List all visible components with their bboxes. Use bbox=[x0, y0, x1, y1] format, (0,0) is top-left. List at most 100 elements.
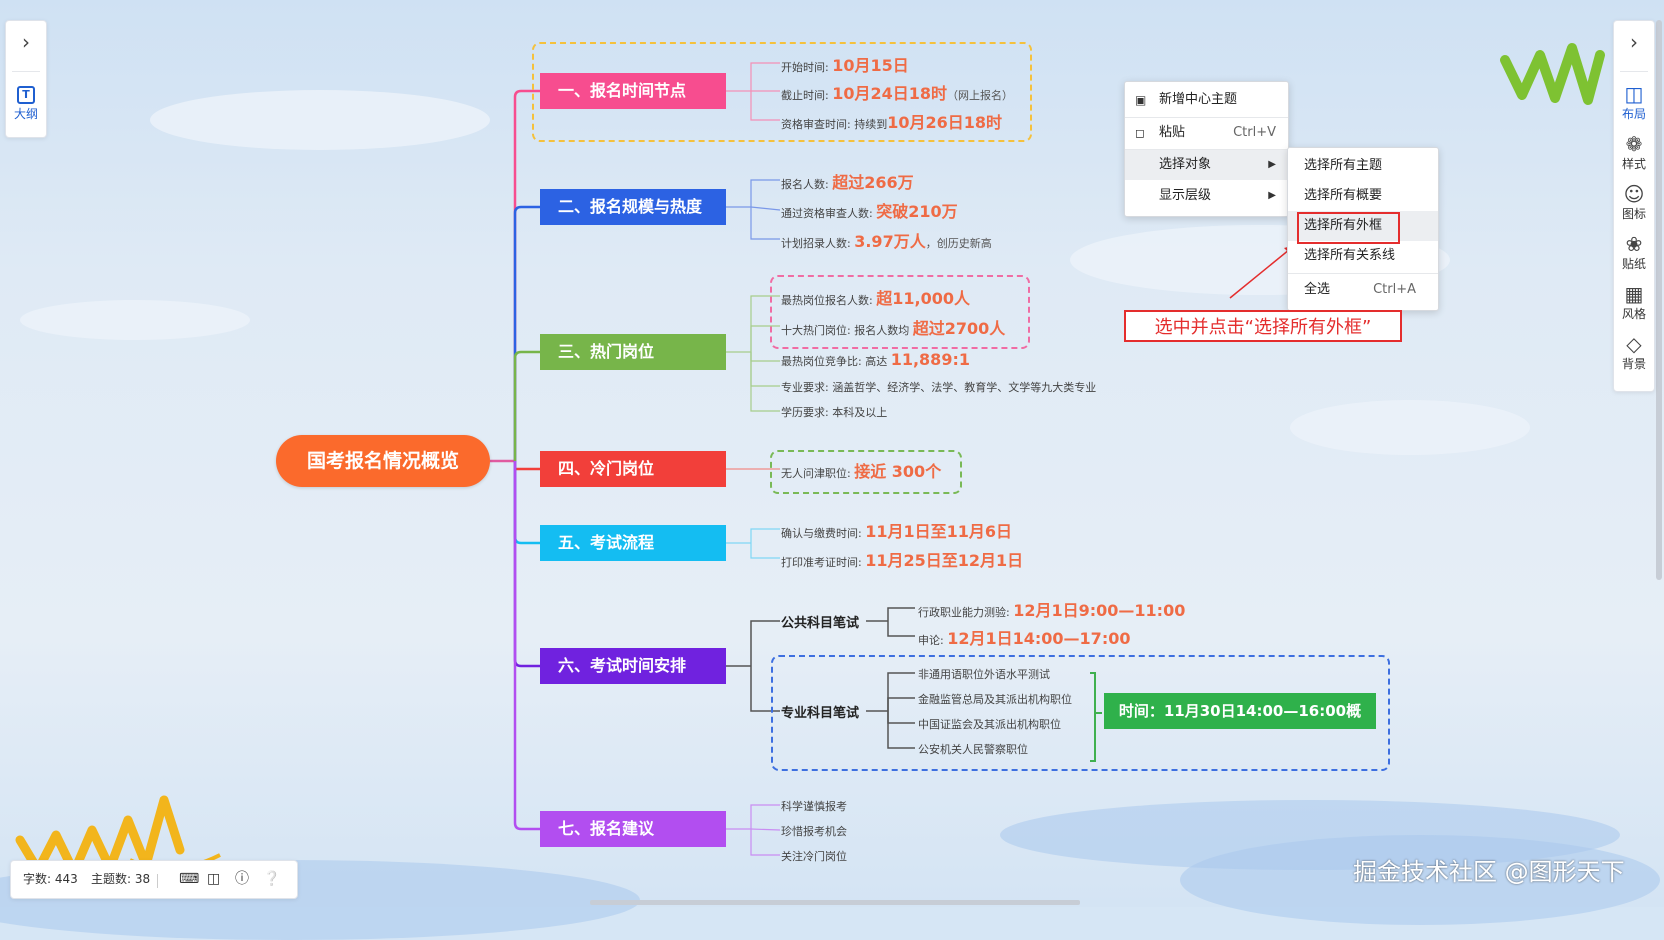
right-panel: › ◫布局 ❁样式 ☺图标 ❀贴纸 ▦风格 ◇背景 bbox=[1613, 20, 1655, 392]
palette-icon: ❁ bbox=[1625, 132, 1643, 156]
menu-item-paste[interactable]: ◻ 粘贴 Ctrl+V bbox=[1125, 118, 1288, 148]
subtopic[interactable]: 科学谨慎报考 bbox=[781, 800, 847, 813]
subtopic[interactable]: 开始时间: 10月15日 bbox=[781, 56, 909, 75]
style-button[interactable]: ❁样式 bbox=[1614, 133, 1654, 172]
menu-item-label: 新增中心主题 bbox=[1159, 92, 1238, 107]
help-icon[interactable]: ❔ bbox=[263, 871, 281, 887]
submenu-arrow-icon: ▶ bbox=[1268, 159, 1276, 170]
menu-item-add-central-topic[interactable]: ▣ 新增中心主题 bbox=[1125, 85, 1288, 115]
subtopic[interactable]: 打印准考证时间: 11月25日至12月1日 bbox=[781, 551, 1024, 570]
background-button[interactable]: ◇背景 bbox=[1614, 333, 1654, 372]
subtopic[interactable]: 金融监管总局及其派出机构职位 bbox=[918, 693, 1072, 706]
grid-icon: ▦ bbox=[1624, 282, 1644, 306]
menu-item-show-level[interactable]: 显示层级 ▶ bbox=[1125, 181, 1288, 211]
menu-item-label: 选择所有概要 bbox=[1304, 188, 1383, 203]
subtopic-professional-exam[interactable]: 专业科目笔试 bbox=[781, 706, 860, 721]
subtopic[interactable]: 专业要求: 涵盖哲学、经济学、法学、教育学、文学等九大类专业 bbox=[781, 381, 1097, 394]
expand-left-button[interactable]: › bbox=[6, 31, 46, 53]
menu-item-label: 选择所有外框 bbox=[1304, 218, 1383, 233]
add-topic-icon: ▣ bbox=[1135, 93, 1147, 107]
submenu-item-select-all-summaries[interactable]: 选择所有概要 bbox=[1288, 181, 1438, 211]
summary-node[interactable]: 时间：11月30日14:00—16:00概 bbox=[1104, 693, 1376, 729]
boundary-frame[interactable] bbox=[770, 450, 962, 494]
submenu-item-select-all-relations[interactable]: 选择所有关系线 bbox=[1288, 241, 1438, 271]
submenu-arrow-icon: ▶ bbox=[1268, 190, 1276, 201]
subtopic[interactable]: 最热岗位报名人数: 超11,000人 bbox=[781, 289, 970, 308]
left-panel: › T 大纲 bbox=[5, 20, 47, 138]
theme-button[interactable]: ▦风格 bbox=[1614, 283, 1654, 322]
watermark: 掘金技术社区 @图形天下 bbox=[1353, 858, 1625, 886]
info-icon[interactable]: ⓘ bbox=[235, 871, 249, 887]
subtopic[interactable]: 行政职业能力测验: 12月1日9:00—11:00 bbox=[918, 601, 1186, 620]
menu-item-label: 显示层级 bbox=[1159, 188, 1212, 203]
subtopic[interactable]: 珍惜报考机会 bbox=[781, 825, 847, 838]
background-label: 背景 bbox=[1621, 357, 1646, 371]
smiley-icon: ☺ bbox=[1623, 182, 1645, 206]
topic-scale[interactable]: 二、报名规模与热度 bbox=[540, 189, 726, 225]
subtopic[interactable]: 关注冷门岗位 bbox=[781, 850, 847, 863]
flower-icon: ❀ bbox=[1625, 232, 1643, 256]
subtopic[interactable]: 公安机关人民警察职位 bbox=[918, 743, 1028, 756]
theme-label: 风格 bbox=[1621, 307, 1646, 321]
boundary-frame[interactable] bbox=[770, 275, 1030, 349]
menu-shortcut: Ctrl+A bbox=[1373, 282, 1416, 297]
outline-button[interactable]: T 大纲 bbox=[6, 83, 46, 122]
menu-item-label: 选择所有关系线 bbox=[1304, 248, 1396, 263]
subtopic[interactable]: 确认与缴费时间: 11月1日至11月6日 bbox=[781, 522, 1013, 541]
topic-registration-time[interactable]: 一、报名时间节点 bbox=[540, 73, 726, 109]
menu-item-label: 选择所有主题 bbox=[1304, 158, 1383, 173]
layout-icon: ◫ bbox=[1624, 82, 1644, 106]
subtopic[interactable]: 资格审查时间: 持续到10月26日18时 bbox=[781, 113, 1003, 132]
menu-item-label: 选择对象 bbox=[1159, 157, 1212, 172]
subtopic[interactable]: 最热岗位竞争比: 高达 11,889:1 bbox=[781, 350, 970, 369]
subtopic[interactable]: 学历要求: 本科及以上 bbox=[781, 406, 888, 419]
paste-icon: ◻ bbox=[1135, 126, 1145, 140]
menu-item-select-object[interactable]: 选择对象 ▶ bbox=[1125, 150, 1288, 180]
context-menu: ▣ 新增中心主题 ◻ 粘贴 Ctrl+V 选择对象 ▶ 显示层级 ▶ bbox=[1124, 81, 1289, 217]
subtopic[interactable]: 中国证监会及其派出机构职位 bbox=[918, 718, 1061, 731]
boundary-frame[interactable] bbox=[532, 42, 1032, 142]
annotation-callout: 选中并点击“选择所有外框” bbox=[1124, 310, 1402, 342]
topic-cold-positions[interactable]: 四、冷门岗位 bbox=[540, 451, 726, 487]
subtopic[interactable]: 十大热门岗位: 报名人数均 超过2700人 bbox=[781, 319, 1006, 338]
layout-label: 布局 bbox=[1621, 107, 1646, 121]
sticker-button[interactable]: ❀贴纸 bbox=[1614, 233, 1654, 272]
subtopic[interactable]: 无人问津职位: 接近 300个 bbox=[781, 462, 942, 481]
topic-suggestions[interactable]: 七、报名建议 bbox=[540, 811, 726, 847]
submenu-item-select-all-topics[interactable]: 选择所有主题 bbox=[1288, 151, 1438, 181]
minimap-icon[interactable]: ◫ bbox=[207, 871, 221, 887]
subtopic-public-exam[interactable]: 公共科目笔试 bbox=[781, 616, 860, 631]
status-bar: 字数: 443 主题数: 38 ⌨ ◫ ⓘ ❔ bbox=[10, 860, 298, 899]
subtopic[interactable]: 报名人数: 超过266万 bbox=[781, 173, 914, 192]
subtopic[interactable]: 截止时间: 10月24日18时（网上报名） bbox=[781, 84, 1014, 103]
menu-shortcut: Ctrl+V bbox=[1233, 125, 1276, 140]
submenu-item-select-all-boundaries[interactable]: 选择所有外框 bbox=[1288, 211, 1438, 241]
submenu-select-object: 选择所有主题 选择所有概要 选择所有外框 选择所有关系线 全选 Ctrl+A bbox=[1287, 147, 1439, 311]
topic-exam-process[interactable]: 五、考试流程 bbox=[540, 525, 726, 561]
subtopic[interactable]: 计划招录人数: 3.97万人，创历史新高 bbox=[781, 232, 992, 251]
outline-icon: T bbox=[6, 83, 46, 105]
subtopic[interactable]: 申论: 12月1日14:00—17:00 bbox=[918, 629, 1131, 648]
outline-label: 大纲 bbox=[13, 107, 38, 121]
word-count: 字数: 443 bbox=[23, 872, 78, 886]
chevron-right-icon: › bbox=[1630, 30, 1638, 54]
layers-icon: ◇ bbox=[1626, 332, 1642, 356]
menu-item-label: 全选 bbox=[1304, 282, 1331, 297]
boundary-frame[interactable] bbox=[771, 655, 1390, 771]
root-topic[interactable]: 国考报名情况概览 bbox=[276, 435, 490, 487]
keyboard-icon[interactable]: ⌨ bbox=[179, 871, 200, 887]
subtopic[interactable]: 通过资格审查人数: 突破210万 bbox=[781, 202, 958, 221]
style-label: 样式 bbox=[1621, 157, 1646, 171]
expand-right-button[interactable]: › bbox=[1614, 31, 1654, 53]
layout-button[interactable]: ◫布局 bbox=[1614, 83, 1654, 122]
icon-label: 图标 bbox=[1621, 207, 1646, 221]
topic-count: 主题数: 38 bbox=[91, 872, 151, 886]
icon-button[interactable]: ☺图标 bbox=[1614, 183, 1654, 222]
highlight-box bbox=[1297, 212, 1400, 244]
chevron-right-icon: › bbox=[22, 30, 30, 54]
menu-item-label: 粘贴 bbox=[1159, 125, 1186, 140]
topic-hot-positions[interactable]: 三、热门岗位 bbox=[540, 334, 726, 370]
topic-exam-schedule[interactable]: 六、考试时间安排 bbox=[540, 648, 726, 684]
subtopic[interactable]: 非通用语职位外语水平测试 bbox=[918, 668, 1050, 681]
submenu-item-select-all[interactable]: 全选 Ctrl+A bbox=[1288, 275, 1438, 305]
